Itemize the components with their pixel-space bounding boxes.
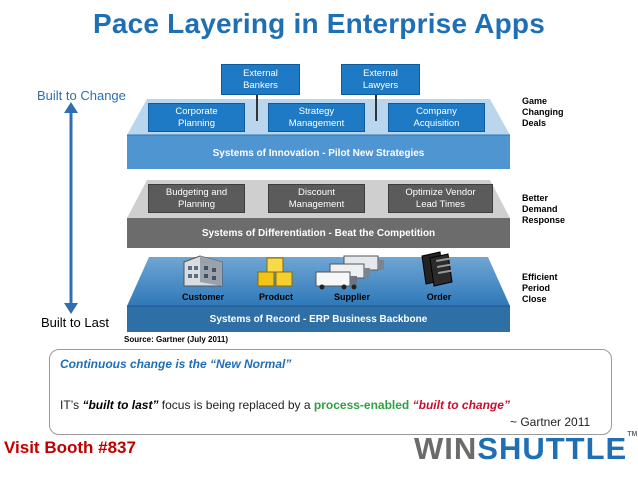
strategy-management-box: Strategy Management <box>268 103 365 132</box>
corporate-planning-box: Corporate Planning <box>148 103 245 132</box>
source-caption: Source: Gartner (July 2011) <box>124 335 229 344</box>
optimize-vendor-box: Optimize Vendor Lead Times <box>388 184 493 213</box>
external-lawyers-box: External Lawyers <box>341 64 420 95</box>
winshuttle-logo: WINSHUTTLETM <box>414 431 637 467</box>
built-to-last-label: Built to Last <box>41 315 109 330</box>
innovation-outcome-label: Game Changing Deals <box>522 96 564 128</box>
page-title: Pace Layering in Enterprise Apps <box>93 8 545 39</box>
supplier-label: Supplier <box>333 292 370 302</box>
innovation-bar: Systems of Innovation - Pilot New Strate… <box>212 148 425 159</box>
connector-line <box>375 95 377 121</box>
customer-label: Customer <box>181 292 224 302</box>
trucks-icon <box>315 255 384 290</box>
quote-built-to-change: “built to change” <box>412 398 510 412</box>
quote-process-enabled: process-enabled <box>313 398 410 412</box>
external-bankers-box: External Bankers <box>221 64 300 95</box>
logo-shuttle: SHUTTLE <box>477 431 628 466</box>
differentiation-bar: Systems of Differentiation - Beat the Co… <box>201 227 436 239</box>
quote-body: IT’s “built to last” focus is being repl… <box>60 398 510 412</box>
company-acquisition-box: Company Acquisition <box>388 103 485 132</box>
documents-icon <box>421 251 453 287</box>
record-outcome-label: Efficient Period Close <box>522 272 558 304</box>
logo-win: WIN <box>414 431 478 466</box>
quote-attribution: ~ Gartner 2011 <box>510 415 591 429</box>
visit-booth-text: Visit Booth #837 <box>4 438 136 457</box>
quote-middle: focus is being replaced by a <box>158 398 314 412</box>
quote-prefix: IT’s <box>60 398 83 412</box>
double-arrow-icon <box>64 102 78 314</box>
order-label: Order <box>426 292 452 302</box>
building-icon <box>183 255 223 287</box>
quote-headline: Continuous change is the “New Normal” <box>60 357 292 371</box>
discount-management-box: Discount Management <box>268 184 365 213</box>
differentiation-outcome-label: Better Demand Response <box>522 193 566 225</box>
connector-line <box>256 95 258 121</box>
built-to-change-label: Built to Change <box>37 88 126 103</box>
boxes-icon <box>257 257 293 287</box>
quote-built-to-last: “built to last” <box>82 398 159 412</box>
record-bar: Systems of Record - ERP Business Backbon… <box>209 313 428 325</box>
budgeting-planning-box: Budgeting and Planning <box>148 184 245 213</box>
quote-box <box>49 349 612 435</box>
product-label: Product <box>258 292 293 302</box>
logo-tm: TM <box>627 431 638 438</box>
